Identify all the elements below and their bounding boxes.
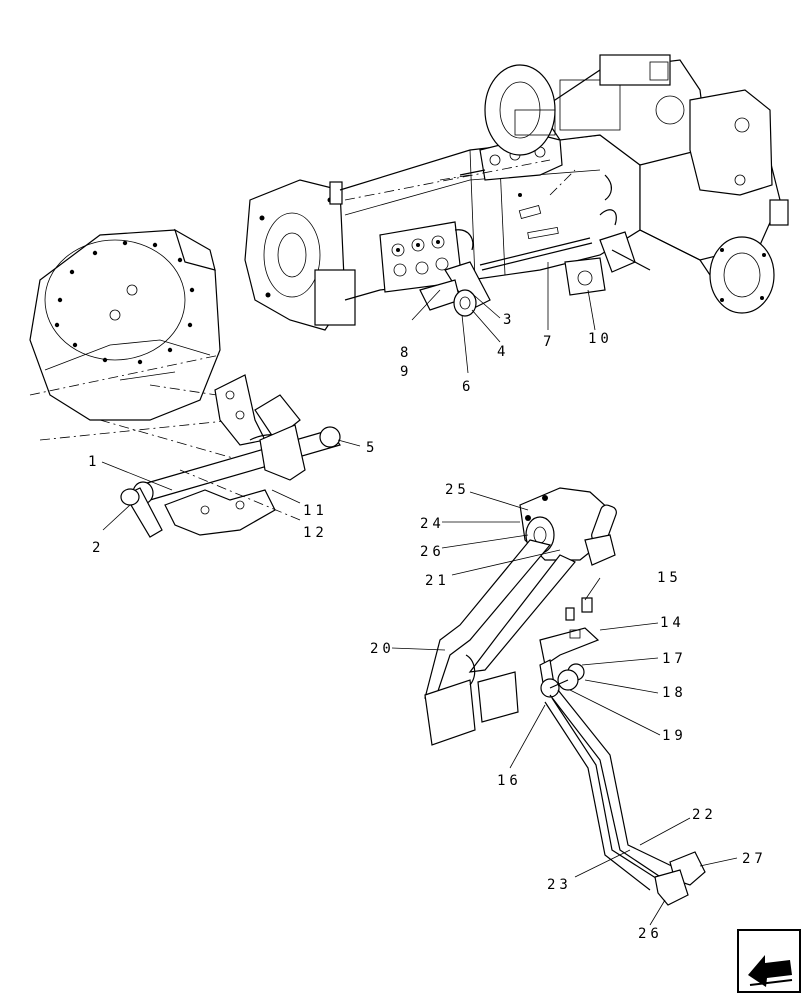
callout-5: 5 [366, 440, 378, 456]
callout-23: 23 [547, 877, 572, 893]
callout-26-lower: 26 [638, 926, 663, 942]
callout-19: 19 [662, 728, 687, 744]
callout-26-upper: 26 [420, 544, 445, 560]
callout-14: 14 [660, 615, 685, 631]
bellhousing-assembly [29, 228, 341, 538]
callout-16: 16 [497, 773, 522, 789]
callout-22: 22 [692, 807, 717, 823]
callout-labels: 1 2 3 4 5 6 7 8 9 10 11 12 14 15 16 17 1… [88, 312, 767, 942]
callout-18: 18 [662, 685, 687, 701]
callout-12: 12 [303, 525, 328, 541]
callout-21: 21 [425, 573, 450, 589]
transmission-housing-assembly [244, 54, 789, 331]
brake-pedal-assembly [424, 487, 706, 906]
callout-6: 6 [462, 379, 474, 395]
callout-10: 10 [588, 331, 613, 347]
callout-17: 17 [662, 651, 687, 667]
callout-15: 15 [657, 570, 682, 586]
arrow-back-icon[interactable] [737, 929, 801, 993]
callout-8: 8 [400, 345, 412, 361]
callout-25: 25 [445, 482, 470, 498]
callout-20: 20 [370, 641, 395, 657]
callout-11: 11 [303, 503, 328, 519]
callout-1: 1 [88, 454, 100, 470]
callout-9: 9 [400, 364, 412, 380]
callout-4: 4 [497, 344, 509, 360]
callout-3: 3 [503, 312, 515, 328]
leader-lines [101, 262, 738, 926]
callout-2: 2 [92, 540, 104, 556]
callout-7: 7 [543, 334, 555, 350]
callout-27: 27 [742, 851, 767, 867]
callout-24: 24 [420, 516, 445, 532]
